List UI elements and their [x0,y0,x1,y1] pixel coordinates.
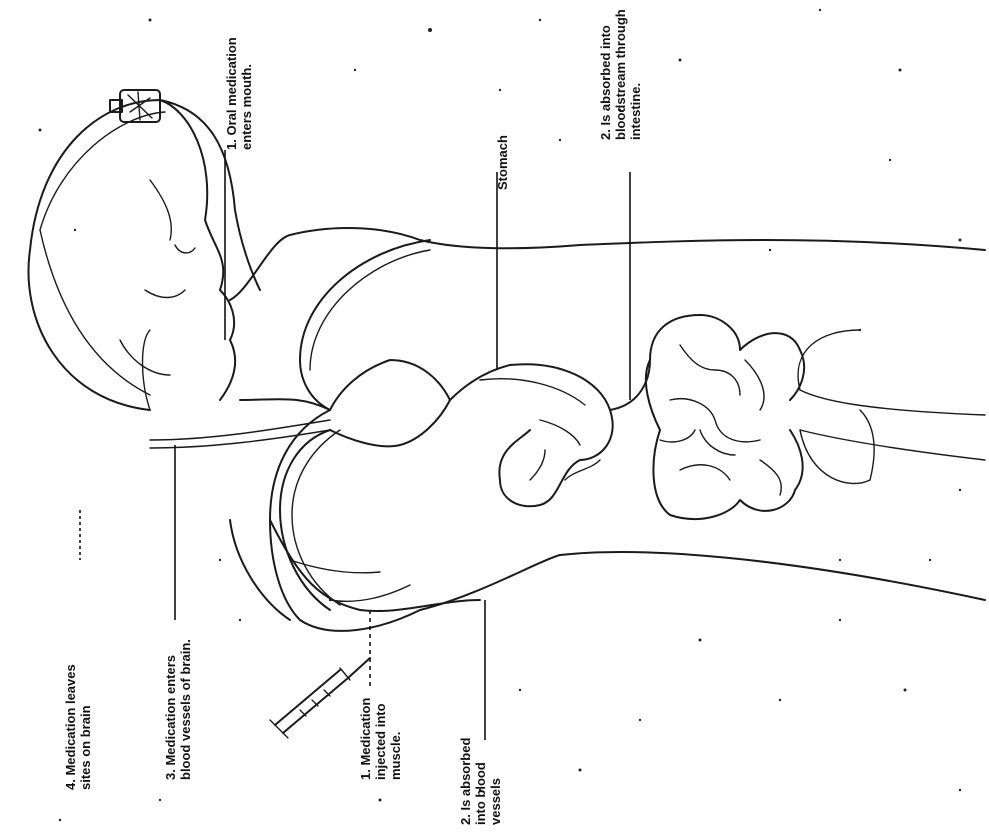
svg-text:intestine.: intestine. [628,83,643,140]
label-injection-step-1: 1. Medication injected into muscle. [358,698,403,780]
svg-text:enters mouth.: enters mouth. [239,64,254,150]
svg-text:3. Medication enters: 3. Medication enters [163,655,178,780]
svg-text:sites on brain: sites on brain [78,705,93,790]
torso-outline [230,228,985,631]
svg-text:2. Is absorbed: 2. Is absorbed [458,738,473,825]
stomach-outline [450,364,613,506]
label-oral-step-2: 2. Is absorbed into bloodstream through … [598,9,643,140]
svg-text:1. Oral medication: 1. Oral medication [224,37,239,150]
organ-outline [330,360,450,446]
syringe-icon [270,658,370,738]
medicine-bottle-icon [110,90,160,122]
label-stomach: Stomach [495,135,510,190]
svg-text:muscle.: muscle. [388,732,403,780]
svg-text:blood vessels of brain.: blood vessels of brain. [178,639,193,780]
intestines-outline [610,315,804,519]
svg-text:injected into: injected into [373,703,388,780]
svg-text:2. Is absorbed into: 2. Is absorbed into [598,25,613,140]
svg-text:bloodstream through: bloodstream through [613,9,628,140]
label-injection-step-2: 2. Is absorbed into blood vessels [458,738,503,825]
svg-text:1. Medication: 1. Medication [358,698,373,780]
label-oral-step-1: 1. Oral medication enters mouth. [224,37,254,150]
label-brain-step-4: 4. Medication leaves sites on brain [63,664,93,790]
svg-text:vessels: vessels [488,778,503,825]
label-brain-step-3: 3. Medication enters blood vessels of br… [163,639,193,780]
svg-text:Stomach: Stomach [495,135,510,190]
svg-text:into blood: into blood [473,762,488,825]
leader-lines [80,150,630,740]
svg-text:4. Medication leaves: 4. Medication leaves [63,664,78,790]
